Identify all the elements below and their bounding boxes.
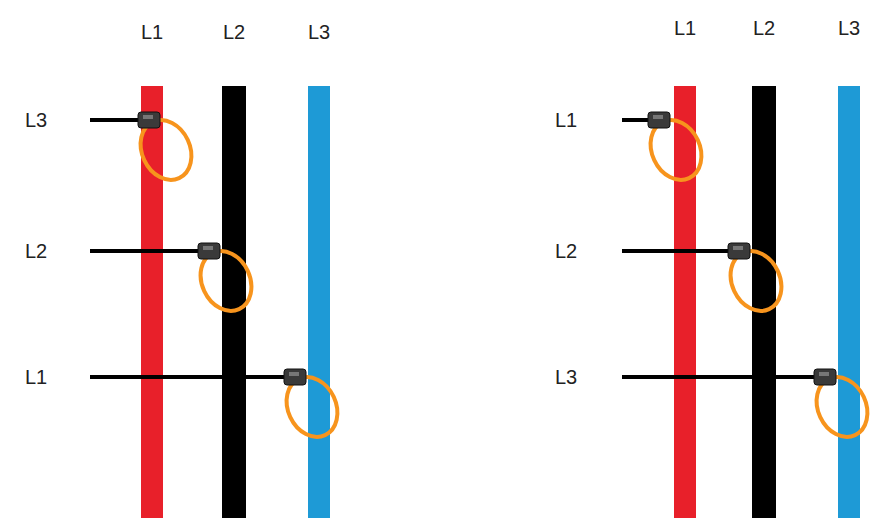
phase-label: L1 <box>141 22 163 42</box>
phase-bar <box>752 86 776 518</box>
phase-label: L2 <box>25 241 47 261</box>
lead-wire <box>622 249 730 253</box>
current-clamp <box>131 112 201 188</box>
lead-wire <box>90 375 285 379</box>
lead-wire <box>90 118 140 122</box>
current-clamp <box>277 369 347 445</box>
current-clamp <box>641 112 711 188</box>
phase-label: L3 <box>308 22 330 42</box>
phase-label: L1 <box>674 18 696 38</box>
phase-label: L1 <box>555 110 577 130</box>
current-clamp <box>807 369 877 445</box>
phase-bar <box>141 86 163 518</box>
phase-label: L2 <box>223 22 245 42</box>
current-clamp <box>191 243 261 319</box>
lead-wire <box>90 249 200 253</box>
phase-bar <box>674 86 696 518</box>
lead-wire <box>622 375 814 379</box>
phase-label: L3 <box>25 110 47 130</box>
current-clamp <box>721 243 791 319</box>
phase-bar <box>308 86 330 518</box>
phase-label: L1 <box>25 367 47 387</box>
lead-wire <box>622 118 650 122</box>
phase-bar <box>222 86 246 518</box>
phase-bar <box>838 86 860 518</box>
phase-label: L2 <box>555 241 577 261</box>
phase-label: L3 <box>838 18 860 38</box>
phase-label: L3 <box>555 367 577 387</box>
phase-label: L2 <box>753 18 775 38</box>
